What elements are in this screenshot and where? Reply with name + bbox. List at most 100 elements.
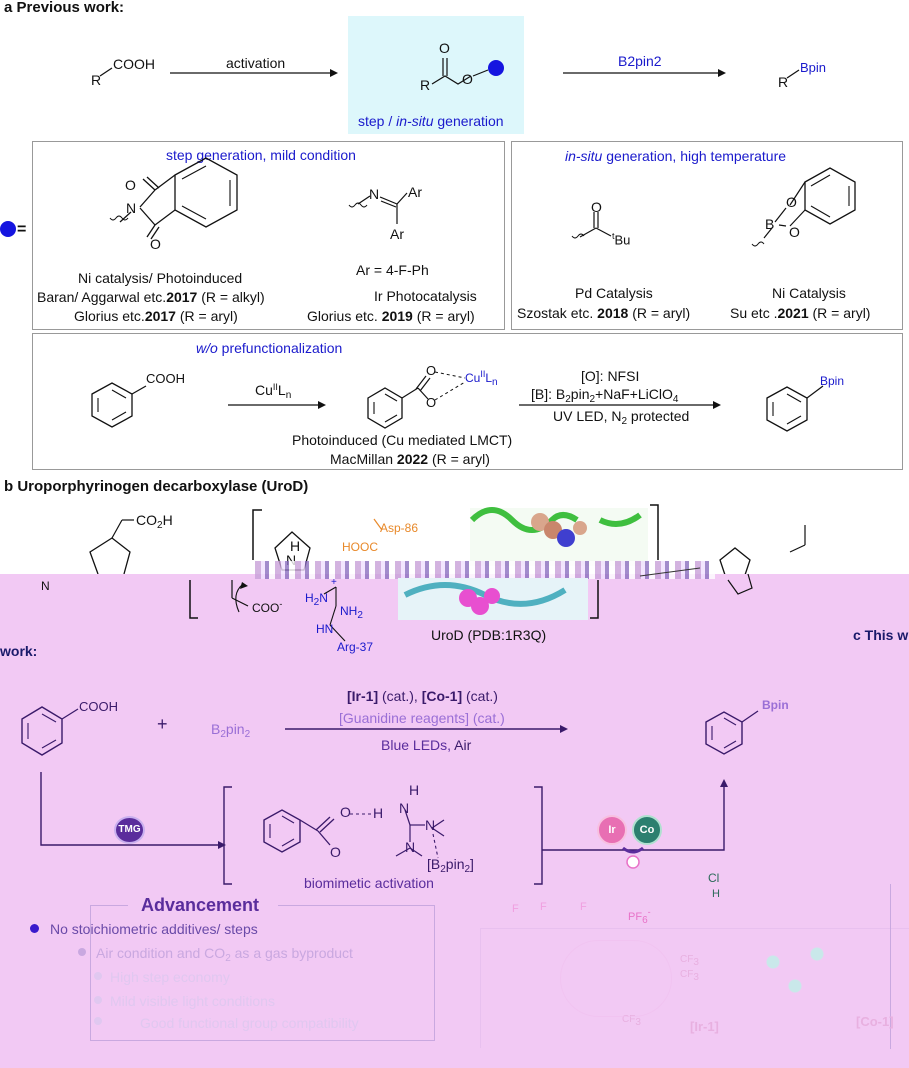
box3-acid-label: COOH bbox=[146, 371, 185, 386]
imine-n: N bbox=[369, 186, 380, 202]
step-generation-box bbox=[32, 141, 505, 330]
b2pin2-label: B2pin2 bbox=[618, 53, 662, 69]
box3-macmillan-line: MacMillan 2022 (R = aryl) bbox=[330, 451, 490, 467]
urod-pdb-label: UroD (PDB:1R3Q) bbox=[431, 627, 547, 643]
box2-title: in-situ generation, high temperature bbox=[565, 148, 787, 164]
tbu-ketone-o: O bbox=[591, 199, 602, 215]
inter-h1: H bbox=[373, 805, 384, 821]
adv-item-1: No stoichiometric additives/ steps bbox=[50, 921, 258, 937]
ir-photocatalysis-line: Ir Photocatalysis bbox=[374, 288, 477, 304]
inter-n3: N bbox=[405, 839, 416, 855]
tbu-label: tBu bbox=[612, 231, 631, 248]
product-bpin-label: Bpin bbox=[800, 60, 827, 75]
co1-h-label: H bbox=[712, 888, 720, 900]
box3-complex-o2: O bbox=[426, 395, 437, 410]
szostak-line: Szostak etc. 2018 (R = aryl) bbox=[517, 305, 691, 321]
ir-badge: Ir bbox=[597, 815, 627, 845]
acid-cooh-label: COOH bbox=[113, 56, 155, 72]
product-r-label: R bbox=[778, 74, 789, 90]
co1-cat-label: [Co-1] bbox=[421, 688, 463, 704]
ni-photoinduced-line: Ni catalysis/ Photoinduced bbox=[78, 270, 243, 286]
box3-title: w/o prefunctionalization bbox=[196, 340, 343, 356]
c-product-bpin: Bpin bbox=[762, 698, 789, 712]
in-situ-generation-box bbox=[511, 141, 903, 330]
lightbulb-icon bbox=[623, 850, 643, 874]
tmg-badge: TMG bbox=[114, 816, 145, 844]
c-condition-guanidine: [Guanidine reagents] (cat.) bbox=[339, 710, 505, 726]
banner-noise-strip bbox=[255, 561, 715, 579]
advancement-title-bg bbox=[128, 893, 278, 917]
catalyst-panel bbox=[480, 928, 909, 1048]
inter-n1: N bbox=[399, 800, 410, 816]
hooc-label: HOOC bbox=[342, 540, 378, 554]
section-c-title-right: c This w bbox=[853, 627, 909, 643]
section-b-title: b Uroporphyrinogen decarboxylase (UroD) bbox=[4, 478, 309, 495]
inter-o-single: O bbox=[330, 844, 341, 860]
arg-nh2-label: NH2 bbox=[340, 604, 363, 621]
adv-item-5: Good functional group compatibility bbox=[140, 1015, 359, 1031]
inter-b2pin2: [B2pin2] bbox=[427, 856, 474, 875]
ir1-structure-art bbox=[560, 940, 672, 1017]
ir1-cat-label: [Ir-1] bbox=[347, 688, 379, 704]
urod-nh-h: H bbox=[290, 538, 301, 554]
activation-label: activation bbox=[226, 55, 286, 71]
co1-structure-art bbox=[740, 930, 850, 1010]
biomimetic-activation-label: biomimetic activation bbox=[304, 875, 434, 891]
acid-r-label: R bbox=[91, 72, 102, 88]
co1-structure-label: [Co-1] bbox=[856, 1014, 894, 1029]
c-condition-catalysts: [Ir-1] (cat.), [Co-1] (cat.) bbox=[347, 688, 498, 704]
ester-r-label: R bbox=[420, 77, 431, 93]
box3-condition-2: [B]: B2pin2+NaF+LiClO4 bbox=[531, 386, 679, 405]
asp86-label: Asp-86 bbox=[380, 521, 419, 535]
phthalimide-o-top: O bbox=[125, 177, 136, 193]
baran-line: Baran/ Aggarwal etc.2017 (R = alkyl) bbox=[37, 289, 265, 305]
ar-definition: Ar = 4-F-Ph bbox=[356, 262, 429, 278]
section-c-title-left: work: bbox=[0, 643, 38, 659]
arg37-label: Arg-37 bbox=[337, 640, 374, 654]
arg-plus: + bbox=[331, 577, 337, 588]
ester-o-carbonyl: O bbox=[439, 40, 450, 56]
adv-bullet-2 bbox=[78, 948, 86, 956]
glorius-2019-line: Glorius etc. 2019 (R = aryl) bbox=[307, 308, 475, 324]
inter-h2: H bbox=[409, 782, 420, 798]
su-line: Su etc .2021 (R = aryl) bbox=[730, 305, 871, 321]
adv-item-4: Mild visible light conditions bbox=[110, 993, 275, 1009]
imine-ar1: Ar bbox=[408, 184, 422, 200]
box3-condition-3: UV LED, N2 protected bbox=[553, 408, 690, 427]
ester-leaving-group-dot bbox=[488, 60, 504, 76]
co1-cl-label: Cl bbox=[708, 871, 720, 885]
glorius-2017-line: Glorius etc.2017 (R = aryl) bbox=[74, 308, 238, 324]
adv-bullet-5 bbox=[94, 1017, 102, 1025]
cf3-label-3: CF3 bbox=[622, 1014, 641, 1028]
catechol-b: B bbox=[765, 216, 775, 232]
catechol-o2: O bbox=[789, 224, 800, 240]
equals-symbol: = bbox=[17, 221, 27, 238]
no-prefunctionalization-box bbox=[32, 333, 903, 470]
adv-item-3: High step economy bbox=[110, 969, 230, 985]
adv-item-2: Air condition and CO2 as a gas byproduct bbox=[96, 945, 353, 964]
box3-complex-cu: CuIILn bbox=[465, 369, 498, 388]
section-a-title: a Previous work: bbox=[4, 0, 125, 16]
urod-co2h-label: CO2H bbox=[136, 512, 173, 531]
c-acid-label: COOH bbox=[79, 699, 118, 714]
cf3-label-2: CF3 bbox=[680, 969, 699, 983]
ir1-f2-label: F bbox=[540, 901, 547, 913]
box3-product-bpin: Bpin bbox=[820, 374, 845, 388]
box3-condition-1: [O]: NFSI bbox=[581, 368, 640, 384]
box3-photoinduced-line: Photoinduced (Cu mediated LMCT) bbox=[292, 432, 513, 448]
c-plus-sign: + bbox=[157, 714, 168, 734]
phthalimide-n: N bbox=[126, 200, 137, 216]
ir1-structure-label: [Ir-1] bbox=[690, 1019, 719, 1034]
adv-bullet-1 bbox=[30, 924, 39, 933]
cf3-label-1: CF3 bbox=[680, 954, 699, 968]
c-b2pin2-label: B2pin2 bbox=[211, 721, 251, 740]
box3-cu-reagent: CuIILn bbox=[255, 382, 292, 401]
imine-ar2: Ar bbox=[390, 226, 404, 242]
box3-complex-o1: O bbox=[426, 363, 437, 378]
urod-nh-n: N bbox=[286, 552, 297, 568]
